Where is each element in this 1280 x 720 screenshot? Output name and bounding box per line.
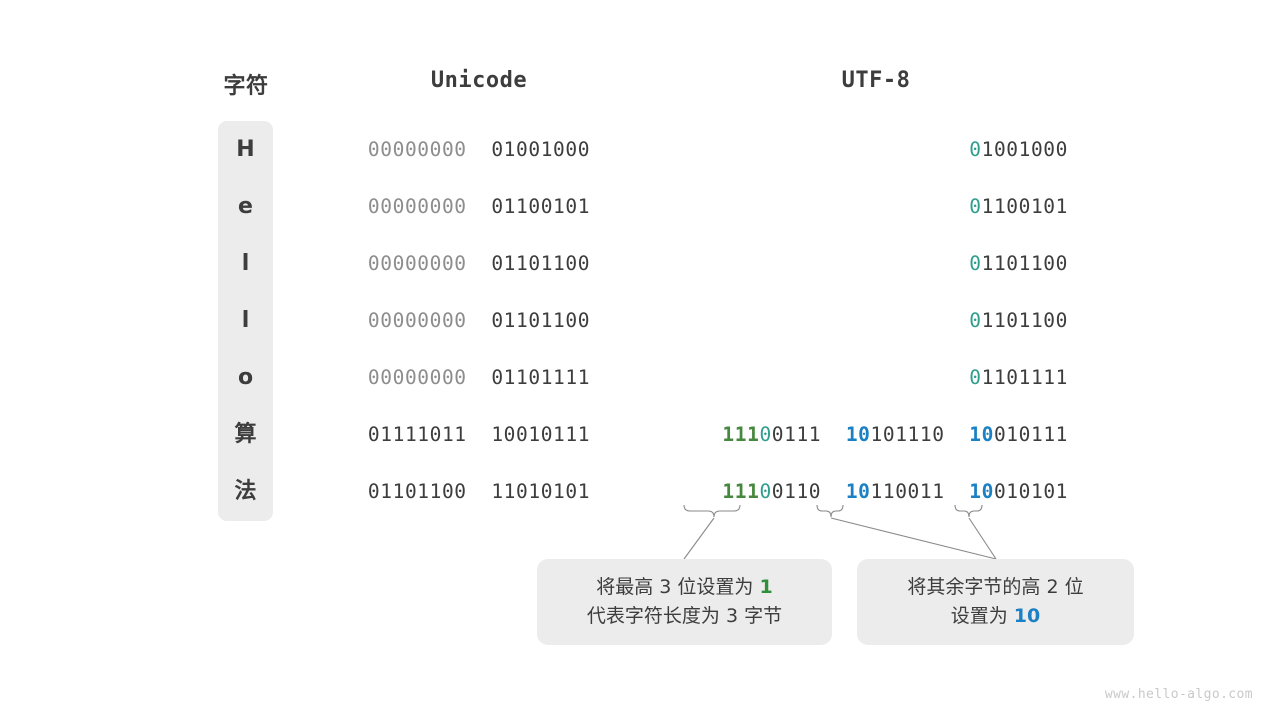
utf8-byte-0-lead-bits: 111	[722, 423, 760, 446]
unicode-high-byte: 00000000	[367, 195, 467, 218]
callout-2-highlight-1: 10	[1013, 605, 1041, 627]
callout-2-line-2: 设置为 10	[951, 602, 1041, 631]
utf8-bits-cell: 01101111	[684, 366, 1068, 389]
callout-continuation-bytes: 将其余字节的高 2 位 设置为 10	[857, 559, 1134, 645]
column-header-unicode: Unicode	[430, 68, 528, 93]
unicode-bits-cell: 00000000 01101111	[353, 366, 605, 389]
callout-1-line-1-text: 将最高 3 位设置为	[596, 575, 760, 598]
unicode-low-byte: 01001000	[491, 138, 591, 161]
unicode-low-byte: 10010111	[491, 423, 591, 446]
byte-gap	[467, 366, 492, 389]
unicode-high-byte: 01111011	[367, 423, 467, 446]
unicode-bits-cell: 01101100 11010101	[353, 480, 605, 503]
unicode-bits-cell: 01111011 10010111	[353, 423, 605, 446]
utf8-byte-0-lead-bits: 0	[969, 309, 982, 332]
unicode-bits-cell: 00000000 01101100	[353, 252, 605, 275]
character-cell: H	[236, 137, 255, 162]
utf8-byte-0-payload-bits: 1100101	[981, 195, 1068, 218]
byte-gap	[467, 195, 492, 218]
unicode-high-byte: 00000000	[367, 309, 467, 332]
character-cell: o	[237, 365, 254, 390]
utf8-bits-cell: 01101100	[684, 252, 1068, 275]
unicode-high-byte: 00000000	[367, 138, 467, 161]
column-header-character: 字符	[223, 74, 269, 99]
callout-1-line-2: 代表字符长度为 3 字节	[587, 602, 782, 631]
byte-gap	[945, 423, 970, 446]
byte-gap	[467, 138, 492, 161]
unicode-low-byte: 01101111	[491, 366, 591, 389]
callout-1-line-1: 将最高 3 位设置为 1	[596, 573, 772, 602]
byte-gap	[467, 309, 492, 332]
utf8-byte-1-payload-bits: 101110	[870, 423, 945, 446]
callout-2-line-1: 将其余字节的高 2 位	[907, 573, 1083, 602]
watermark: www.hello-algo.com	[1104, 687, 1253, 702]
utf8-byte-0-lead-bits: 0	[969, 366, 982, 389]
utf8-byte-0-lead-zero: 0	[759, 480, 772, 503]
character-cell: 法	[234, 479, 257, 504]
leader-line-3	[968, 517, 997, 560]
utf8-byte-2-payload-bits: 010101	[993, 480, 1068, 503]
utf8-byte-0-lead-bits: 0	[969, 195, 982, 218]
unicode-low-byte: 01101100	[491, 309, 591, 332]
callout-1-line-2-text: 代表字符长度为 3 字节	[586, 605, 783, 627]
utf8-bits-cell: 01100101	[684, 195, 1068, 218]
utf8-byte-0-payload-bits: 1101111	[981, 366, 1068, 389]
utf8-byte-0-payload-bits: 0111	[771, 423, 822, 446]
brace-cont-byte-1	[816, 504, 844, 518]
unicode-high-byte: 00000000	[367, 366, 467, 389]
utf8-byte-0-payload-bits: 1101100	[981, 252, 1068, 275]
utf8-bits-cell: 01001000	[684, 138, 1068, 161]
utf8-byte-0-lead-bits: 0	[969, 252, 982, 275]
callout-2-line-1-text: 将其余字节的高 2 位	[907, 575, 1084, 598]
byte-gap	[821, 480, 846, 503]
byte-gap	[467, 423, 492, 446]
character-cell: l	[241, 308, 250, 333]
leader-line-2	[830, 517, 997, 560]
utf8-bits-cell: 01101100	[684, 309, 1068, 332]
utf8-byte-1-lead-bits: 10	[845, 480, 871, 503]
unicode-low-byte: 01100101	[491, 195, 591, 218]
unicode-bits-cell: 00000000 01001000	[353, 138, 605, 161]
utf8-byte-2-payload-bits: 010111	[993, 423, 1068, 446]
character-cell: e	[238, 194, 253, 219]
character-column-background	[218, 121, 273, 521]
byte-gap	[945, 480, 970, 503]
byte-gap	[821, 423, 846, 446]
unicode-high-byte: 01101100	[367, 480, 467, 503]
callout-2-line-2-text: 设置为	[950, 605, 1014, 627]
unicode-bits-cell: 00000000 01101100	[353, 309, 605, 332]
column-header-utf8: UTF-8	[841, 68, 911, 93]
leader-line-1	[683, 517, 715, 560]
utf8-byte-2-lead-bits: 10	[969, 423, 994, 446]
utf8-byte-0-payload-bits: 0110	[771, 480, 822, 503]
utf8-byte-1-payload-bits: 110011	[870, 480, 945, 503]
unicode-low-byte: 01101100	[491, 252, 591, 275]
callout-1-highlight-1: 1	[759, 575, 773, 598]
character-cell: 算	[234, 422, 257, 447]
utf8-byte-0-lead-bits: 0	[969, 138, 982, 161]
unicode-bits-cell: 00000000 01100101	[353, 195, 605, 218]
brace-cont-byte-2	[954, 504, 983, 518]
byte-gap	[467, 480, 492, 503]
utf8-byte-0-lead-bits: 111	[722, 480, 760, 503]
utf8-byte-0-payload-bits: 1001000	[981, 138, 1068, 161]
utf8-bits-cell: 11100110 10110011 10010101	[684, 480, 1068, 503]
character-cell: l	[241, 251, 250, 276]
utf8-byte-1-lead-bits: 10	[845, 423, 871, 446]
utf8-bits-cell: 11100111 10101110 10010111	[684, 423, 1068, 446]
unicode-high-byte: 00000000	[367, 252, 467, 275]
brace-lead-byte	[683, 504, 741, 518]
utf8-byte-2-lead-bits: 10	[969, 480, 994, 503]
byte-gap	[467, 252, 492, 275]
utf8-byte-0-lead-zero: 0	[759, 423, 772, 446]
utf8-byte-0-payload-bits: 1101100	[981, 309, 1068, 332]
callout-lead-byte: 将最高 3 位设置为 1 代表字符长度为 3 字节	[537, 559, 832, 645]
unicode-low-byte: 11010101	[491, 480, 591, 503]
